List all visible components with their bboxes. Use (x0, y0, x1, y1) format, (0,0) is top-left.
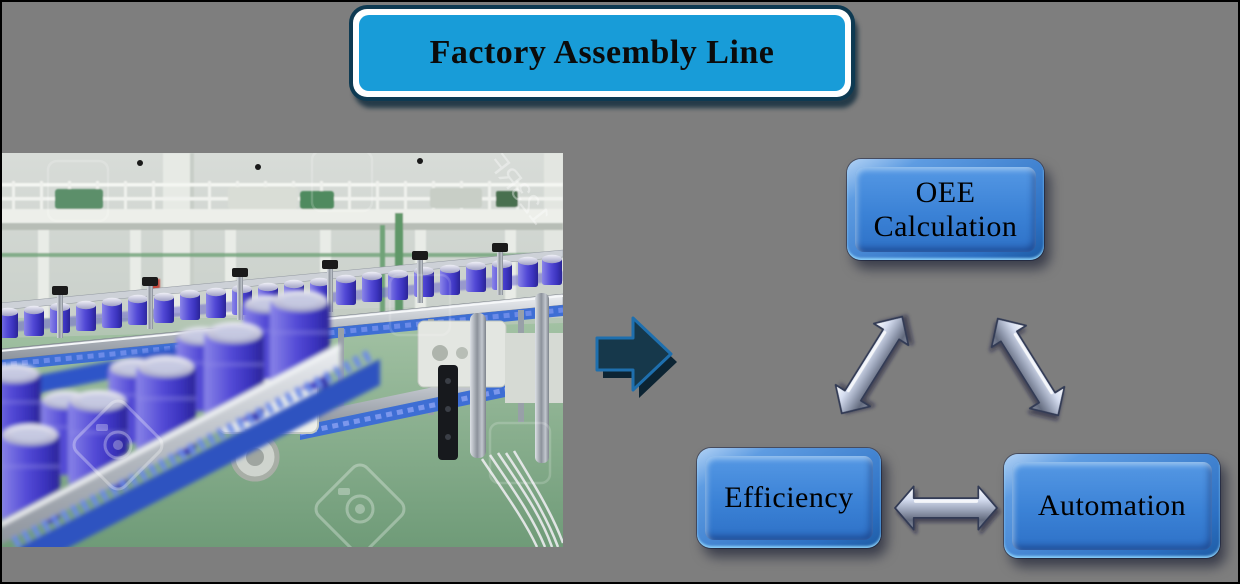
title-fill: Factory Assembly Line (359, 15, 845, 91)
double-arrow-efficiency-automation-icon (893, 484, 999, 532)
page-title: Factory Assembly Line (429, 34, 775, 71)
node-efficiency-face: Efficiency (705, 456, 873, 540)
node-efficiency-label: Efficiency (724, 481, 854, 515)
factory-photo: 123RF (0, 153, 563, 547)
foreground-cans (0, 290, 380, 547)
flow-arrow-icon (595, 316, 677, 398)
node-automation-face: Automation (1012, 462, 1212, 550)
node-automation-label: Automation (1037, 489, 1187, 523)
double-arrow-efficiency-oee-icon (822, 304, 922, 426)
node-oee-label: OEE Calculation (873, 175, 1018, 243)
node-automation: Automation (1004, 454, 1220, 558)
title-white-ring: Factory Assembly Line (353, 9, 851, 97)
double-arrow-oee-automation-icon (978, 306, 1078, 428)
guide-posts (52, 243, 508, 338)
node-oee-face: OEE Calculation (855, 167, 1036, 252)
node-oee-calculation: OEE Calculation (847, 159, 1044, 260)
title-box: Factory Assembly Line (349, 5, 855, 101)
right-equipment (417, 293, 563, 547)
node-efficiency: Efficiency (697, 448, 881, 548)
